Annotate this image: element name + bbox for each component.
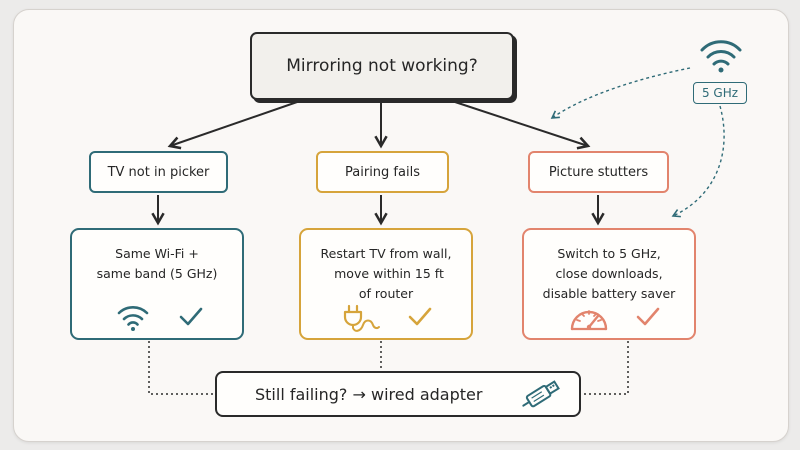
- fallback-box: Still failing? → wired adapter: [215, 371, 581, 417]
- check-icon: [179, 307, 203, 326]
- branch-picture-stutters: Picture stutters: [528, 151, 669, 193]
- dotted-line-detail-1-to-fallback: [148, 341, 215, 395]
- detail-box-1: Same Wi-Fi + same band (5 GHz): [70, 228, 244, 340]
- 5ghz-badge: 5 GHz: [693, 82, 747, 104]
- check-icon: [636, 307, 660, 326]
- detail-2-line-3: of router: [358, 286, 414, 301]
- detail-3-line-3: disable battery saver: [542, 286, 676, 301]
- wifi-icon: [117, 306, 149, 331]
- check-icon: [408, 307, 432, 326]
- detail-1-line-2: same band (5 GHz): [96, 266, 218, 281]
- speedometer-icon: [570, 310, 608, 331]
- root-question-label: Mirroring not working?: [286, 56, 478, 76]
- detail-1-line-1: Same Wi-Fi +: [115, 246, 199, 261]
- arrow-root-to-branch-1: [167, 100, 301, 150]
- dashed-arrow-wifi-to-root: [550, 67, 691, 119]
- fallback-label: Still failing? → wired adapter: [255, 384, 483, 404]
- detail-3-line-1: Switch to 5 GHz,: [557, 246, 661, 261]
- dashed-arrow-wifi-to-branch-3: [671, 105, 725, 218]
- branch-pairing-fails: Pairing fails: [316, 151, 449, 193]
- detail-2-line-1: Restart TV from wall,: [320, 246, 452, 261]
- plug-icon: [343, 304, 380, 332]
- detail-2-line-2: move within 15 ft: [334, 266, 444, 281]
- dotted-line-detail-3-to-fallback: [581, 341, 629, 395]
- arrow-root-to-branch-3: [451, 100, 591, 150]
- branch-tv-not-in-picker: TV not in picker: [89, 151, 228, 193]
- usb-adapter-icon: [522, 380, 560, 408]
- branch-1-title: TV not in picker: [107, 164, 210, 180]
- 5ghz-badge-label: 5 GHz: [701, 86, 739, 100]
- root-question: Mirroring not working?: [250, 32, 514, 100]
- branch-3-title: Picture stutters: [548, 164, 649, 180]
- detail-box-2: Restart TV from wall, move within 15 ft …: [299, 228, 473, 340]
- detail-3-line-2: close downloads,: [555, 266, 663, 281]
- wifi-icon: [700, 40, 742, 73]
- branch-2-title: Pairing fails: [345, 164, 420, 180]
- detail-box-3: Switch to 5 GHz, close downloads, disabl…: [522, 228, 696, 340]
